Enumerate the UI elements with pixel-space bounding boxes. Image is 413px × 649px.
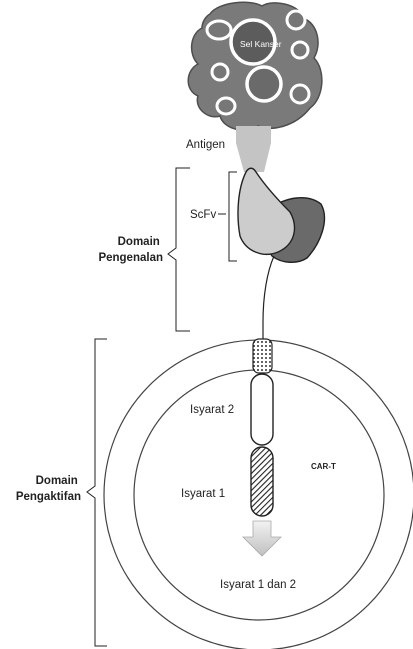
signal-arrow-icon (243, 521, 281, 556)
recognition-domain-label: Domain Pengenalan (98, 236, 163, 264)
recognition-domain: Domain Pengenalan (98, 168, 190, 331)
antigen-head (236, 143, 271, 172)
cancer-cell-vesicle (291, 85, 309, 103)
cancer-cell-vesicle (292, 42, 308, 58)
signal-1-label: Isyarat 1 (181, 488, 225, 500)
scfv-bracket (229, 172, 237, 261)
scfv-label: ScFv (190, 209, 216, 221)
cancer-cell: Sel Kanser (188, 2, 322, 130)
car-t-label: CAR-T (311, 462, 336, 471)
recognition-domain-label-line1: Domain (118, 236, 160, 248)
scfv: ScFv (190, 168, 324, 262)
signal-1-segment (251, 447, 273, 516)
signal-2-domain: Isyarat 2 (190, 374, 273, 445)
transmembrane-domain (253, 339, 272, 373)
signal-1-domain: Isyarat 1 (181, 447, 273, 516)
activation-domain-label-line2: Pengaktifan (16, 491, 81, 503)
cancer-cell-vesicle (212, 64, 228, 80)
recognition-domain-bracket (168, 168, 190, 331)
cancer-cell-vesicle (287, 11, 305, 29)
signal-2-segment (251, 374, 273, 445)
activation-domain: Domain Pengaktifan (16, 339, 107, 646)
activation-domain-label: Domain Pengaktifan (16, 475, 81, 503)
recognition-domain-label-line2: Pengenalan (98, 252, 163, 264)
antigen: Antigen (186, 126, 271, 172)
scfv-light-chain (238, 168, 294, 254)
cancer-cell-label: Sel Kanser (240, 39, 282, 49)
cancer-cell-vesicle (207, 21, 231, 39)
antigen-label: Antigen (186, 139, 225, 151)
hinge-linker (263, 256, 274, 341)
activation-domain-label-line1: Domain (36, 475, 78, 487)
combined-signal-label: Isyarat 1 dan 2 (220, 579, 296, 591)
signal-2-label: Isyarat 2 (190, 404, 234, 416)
cancer-cell-vesicle (217, 98, 235, 114)
antigen-stem (236, 126, 271, 143)
cancer-cell-vesicle (247, 67, 281, 101)
